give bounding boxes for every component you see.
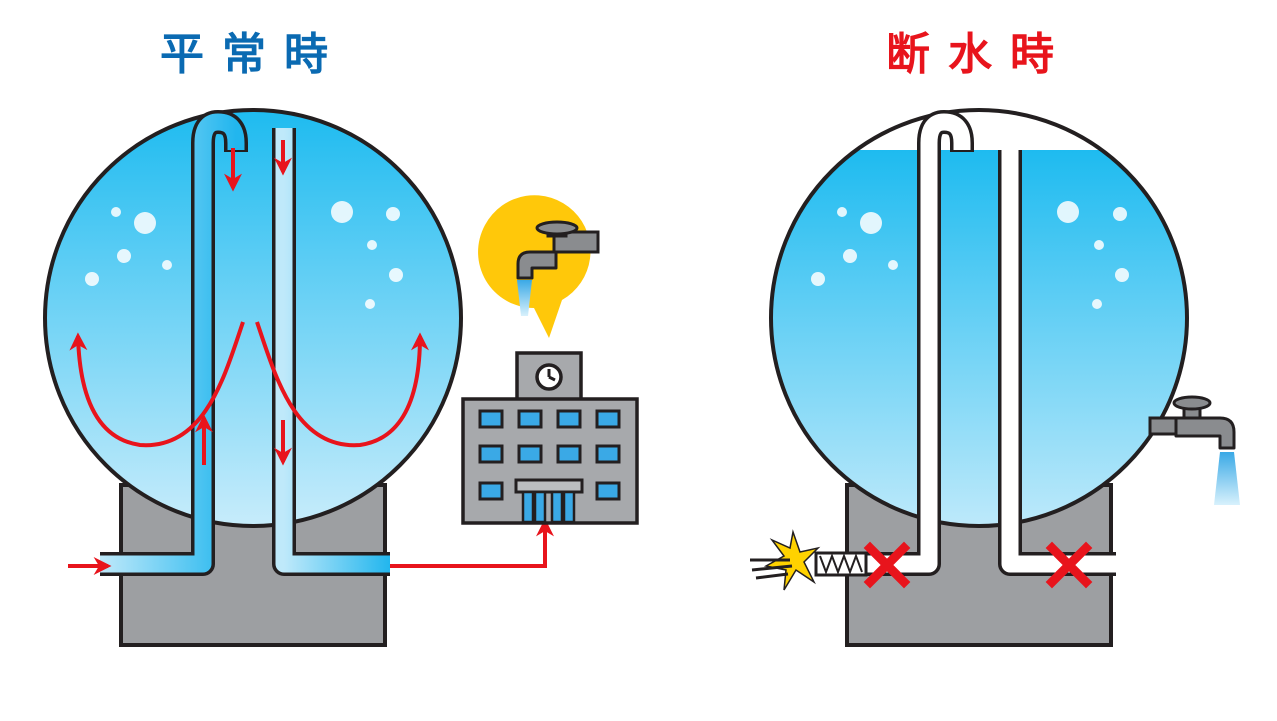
outlet-pipe [275, 128, 390, 573]
cross-mark-icon [1045, 541, 1093, 589]
bubbles [85, 201, 403, 309]
inlet-pipe [100, 113, 245, 573]
entrance-door [521, 490, 576, 524]
arrow-circulation-left [69, 321, 245, 448]
cross-mark-icon [863, 541, 911, 589]
faucet-speech-bubble [478, 195, 600, 338]
building-icon [461, 351, 639, 525]
arrow-to-building [390, 518, 554, 568]
outlet-pipe-empty [1001, 150, 1116, 573]
water-sphere [43, 108, 463, 528]
water-level [771, 150, 1187, 526]
faucet-icon [516, 220, 600, 316]
faucet-icon [1148, 395, 1240, 505]
inlet-pipe-empty [830, 113, 971, 573]
arrow-circulation-right [255, 321, 429, 448]
outage-time-tank [750, 108, 1240, 647]
bubbles [811, 201, 1129, 309]
title-normal-time: 平常時 [160, 29, 346, 80]
entrance-awning [514, 478, 584, 494]
water-pour [1214, 452, 1240, 505]
title-water-outage: 断水時 [886, 29, 1072, 80]
flow-arrows [68, 140, 554, 575]
normal-time-tank [43, 108, 554, 647]
building-windows [478, 409, 621, 501]
pipe-break-icon [750, 529, 868, 591]
water-sphere [769, 108, 1189, 528]
